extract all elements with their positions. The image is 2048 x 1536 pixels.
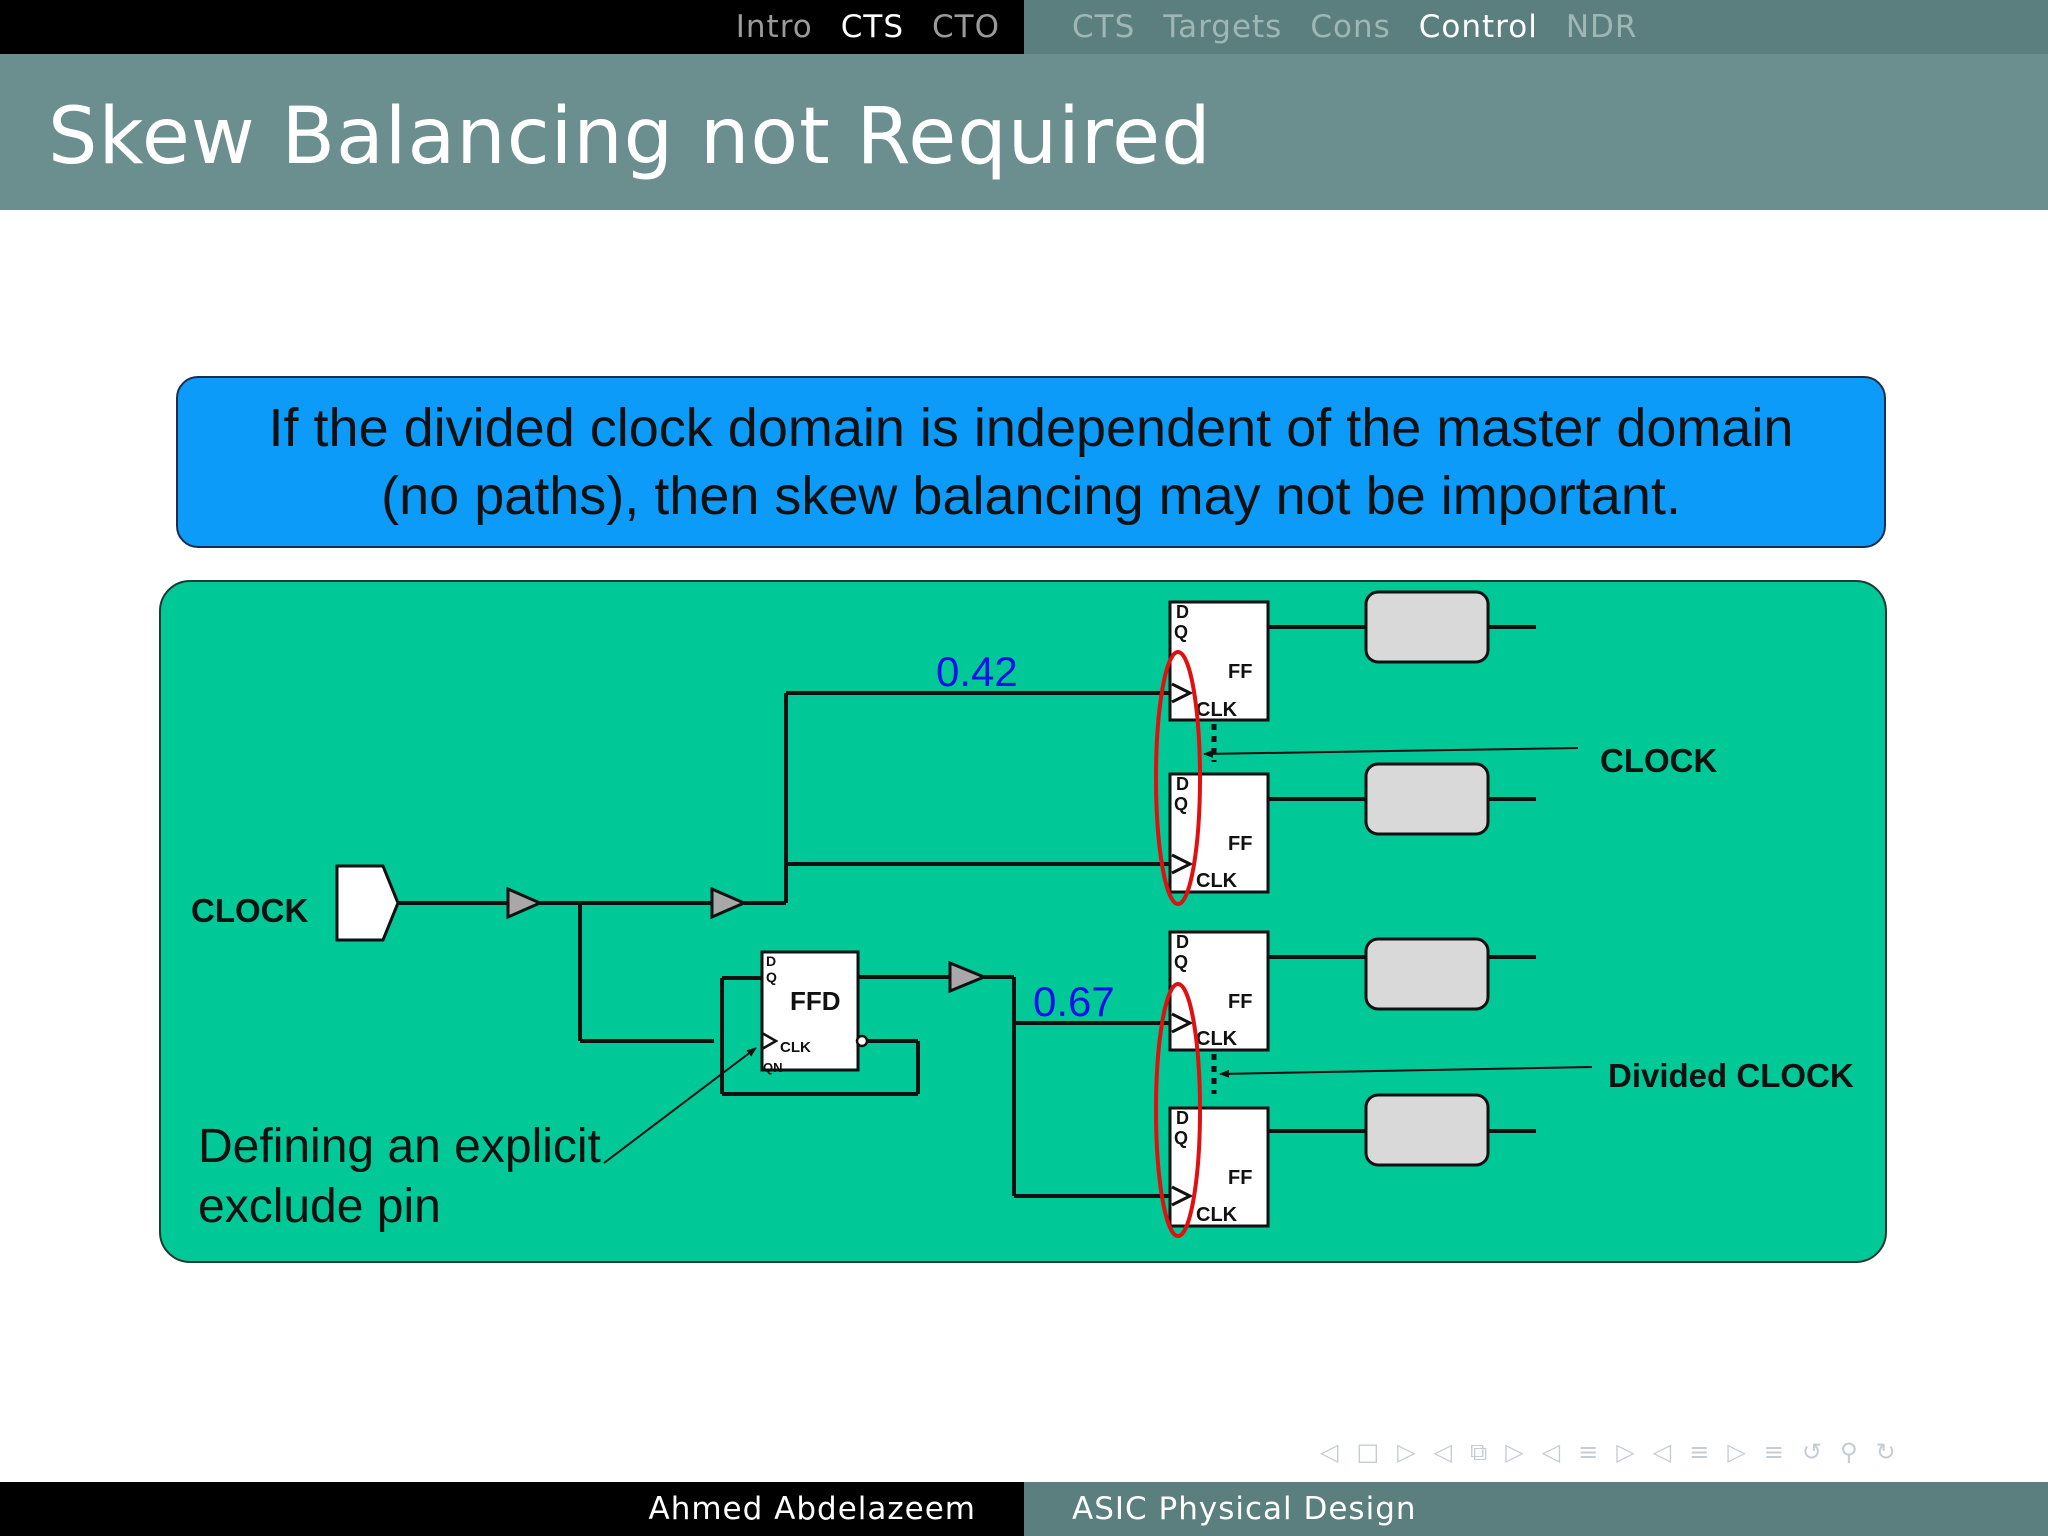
flip-flop-2: D Q FF CLK xyxy=(1168,772,1270,894)
top-navigation-bar: Intro CTS CTO CTS Targets Cons Control N… xyxy=(0,0,2048,54)
flip-flop-1-label: FF xyxy=(1228,661,1252,683)
divider-flop-pin-d: D xyxy=(766,953,776,969)
next-subsection-icon[interactable]: ▷ xyxy=(1505,1438,1524,1466)
nav-subsection-cons[interactable]: Cons xyxy=(1310,9,1391,45)
nav-subsection-ndr[interactable]: NDR xyxy=(1565,9,1638,45)
section-nav: Intro CTS CTO xyxy=(736,0,1000,54)
flip-flop-4-pin-clk: CLK xyxy=(1196,1204,1238,1226)
logic-block-2 xyxy=(1364,762,1490,836)
divider-flop-pin-qn: QN xyxy=(763,1060,783,1075)
divider-flop-pin-q: Q xyxy=(766,969,777,985)
slide-title: Skew Balancing not Required xyxy=(48,92,1212,182)
clock-annotation-label: CLOCK xyxy=(1600,742,1717,779)
divider-flop-label: FFD xyxy=(790,986,841,1016)
callout-line-2: (no paths), then skew balancing may not … xyxy=(381,466,1681,526)
search-icon[interactable]: ⚲ xyxy=(1840,1438,1858,1466)
buffer-1 xyxy=(506,886,544,920)
divider-flop: D Q FFD CLK QN xyxy=(760,950,869,1075)
buffer-2 xyxy=(710,886,748,920)
flip-flop-1-pin-q: Q xyxy=(1174,622,1188,642)
flip-flop-3-pin-d: D xyxy=(1176,932,1189,952)
exclude-pin-note-line-1: Defining an explicit xyxy=(198,1120,601,1173)
footer-author: Ahmed Abdelazeem xyxy=(0,1482,1024,1536)
divider-flop-inversion-bubble xyxy=(855,1034,869,1048)
flip-flop-2-label: FF xyxy=(1228,833,1252,855)
divided-clock-annotation-label: Divided CLOCK xyxy=(1608,1057,1854,1094)
clock-input-label: CLOCK xyxy=(191,892,308,929)
prev-subsection-icon[interactable]: ◁ xyxy=(1433,1438,1453,1466)
clock-sinks-highlight-top xyxy=(1154,650,1202,906)
flip-flop-4-label: FF xyxy=(1228,1167,1252,1189)
subsection-nav: CTS Targets Cons Control NDR xyxy=(1072,0,1637,54)
flip-flop-1-pin-clk: CLK xyxy=(1196,699,1238,721)
delay-label-master: 0.42 xyxy=(936,648,1018,695)
divider-flop-body xyxy=(760,950,860,1072)
logic-block-1 xyxy=(1364,590,1490,664)
flip-flop-1-clk-triangle xyxy=(1171,682,1194,704)
flip-flop-3-pin-clk: CLK xyxy=(1196,1028,1238,1050)
flip-flop-1-pin-d: D xyxy=(1176,602,1189,622)
prev-section-icon[interactable]: ◁ xyxy=(1541,1438,1561,1466)
wires xyxy=(398,625,1536,1198)
divided-clock-annotation-arrow xyxy=(1219,1066,1593,1078)
subsection-nav-background xyxy=(1024,0,2048,54)
flip-flop-4-pin-q: Q xyxy=(1174,1128,1188,1148)
divider-flop-pin-clk: CLK xyxy=(780,1039,811,1056)
section-icon[interactable]: ≡ xyxy=(1578,1438,1599,1466)
clock-annotation-arrow xyxy=(1203,747,1579,758)
appendix-icon[interactable]: ≡ xyxy=(1763,1438,1784,1466)
nav-section-cts[interactable]: CTS xyxy=(840,9,905,45)
footer-bar: Ahmed Abdelazeem ASIC Physical Design xyxy=(0,1482,2048,1536)
forward-icon[interactable]: ↻ xyxy=(1875,1438,1896,1466)
nav-section-intro[interactable]: Intro xyxy=(735,9,813,45)
callout-box: If the divided clock domain is independe… xyxy=(176,376,1886,548)
delay-label-divided: 0.67 xyxy=(1033,978,1115,1025)
document-icon[interactable]: ≡ xyxy=(1689,1438,1710,1466)
exclude-pin-arrow xyxy=(603,1047,757,1164)
frame-icon[interactable]: □ xyxy=(1356,1438,1380,1466)
exclude-pin-note-line-2: exclude pin xyxy=(198,1180,441,1233)
subsection-icon[interactable]: ⧉ xyxy=(1470,1438,1488,1466)
nav-section-cto[interactable]: CTO xyxy=(932,9,1000,45)
prev-document-icon[interactable]: ◁ xyxy=(1652,1438,1672,1466)
nav-subsection-targets[interactable]: Targets xyxy=(1163,9,1283,45)
title-bar: Skew Balancing not Required xyxy=(0,54,2048,210)
flip-flop-3-label: FF xyxy=(1228,991,1252,1013)
flip-flop-2-body xyxy=(1168,772,1270,894)
logic-block-3 xyxy=(1364,937,1490,1011)
flip-flop-4-clk-triangle xyxy=(1171,1185,1194,1207)
section-nav-background xyxy=(0,0,1024,54)
logic-block-4 xyxy=(1364,1093,1490,1167)
back-icon[interactable]: ↺ xyxy=(1801,1438,1823,1466)
flip-flop-4-pin-d: D xyxy=(1176,1108,1189,1128)
divider-flop-clk-triangle xyxy=(761,1031,779,1051)
next-document-icon[interactable]: ▷ xyxy=(1727,1438,1746,1466)
prev-frame-icon[interactable]: ◁ xyxy=(1320,1438,1339,1466)
flip-flop-3-pin-q: Q xyxy=(1174,952,1188,972)
clock-sinks-highlight-bottom xyxy=(1154,982,1202,1238)
flip-flop-2-clk-triangle xyxy=(1171,853,1194,875)
slide-navigation-controls: ◁ □ ▷ ◁ ⧉ ▷ ◁ ≡ ▷ ◁ ≡ ▷ ≡ ↺ ⚲ ↻ xyxy=(1320,1436,2040,1468)
next-section-icon[interactable]: ▷ xyxy=(1616,1438,1635,1466)
nav-subsection-control[interactable]: Control xyxy=(1418,9,1538,45)
footer-course: ASIC Physical Design xyxy=(1024,1482,2048,1536)
flip-flop-3-clk-triangle xyxy=(1171,1012,1194,1034)
buffer-3 xyxy=(948,960,988,994)
flip-flop-4: D Q FF CLK xyxy=(1168,1106,1270,1228)
next-frame-icon[interactable]: ▷ xyxy=(1397,1438,1416,1466)
clock-input-port xyxy=(335,864,400,942)
callout-line-1: If the divided clock domain is independe… xyxy=(268,398,1794,458)
flip-flop-2-pin-q: Q xyxy=(1174,794,1188,814)
flip-flop-4-body xyxy=(1168,1106,1270,1228)
nav-subsection-cts[interactable]: CTS xyxy=(1072,9,1136,45)
flip-flop-2-pin-d: D xyxy=(1176,774,1189,794)
flip-flop-2-pin-clk: CLK xyxy=(1196,870,1238,892)
diagram-panel xyxy=(159,580,1887,1263)
